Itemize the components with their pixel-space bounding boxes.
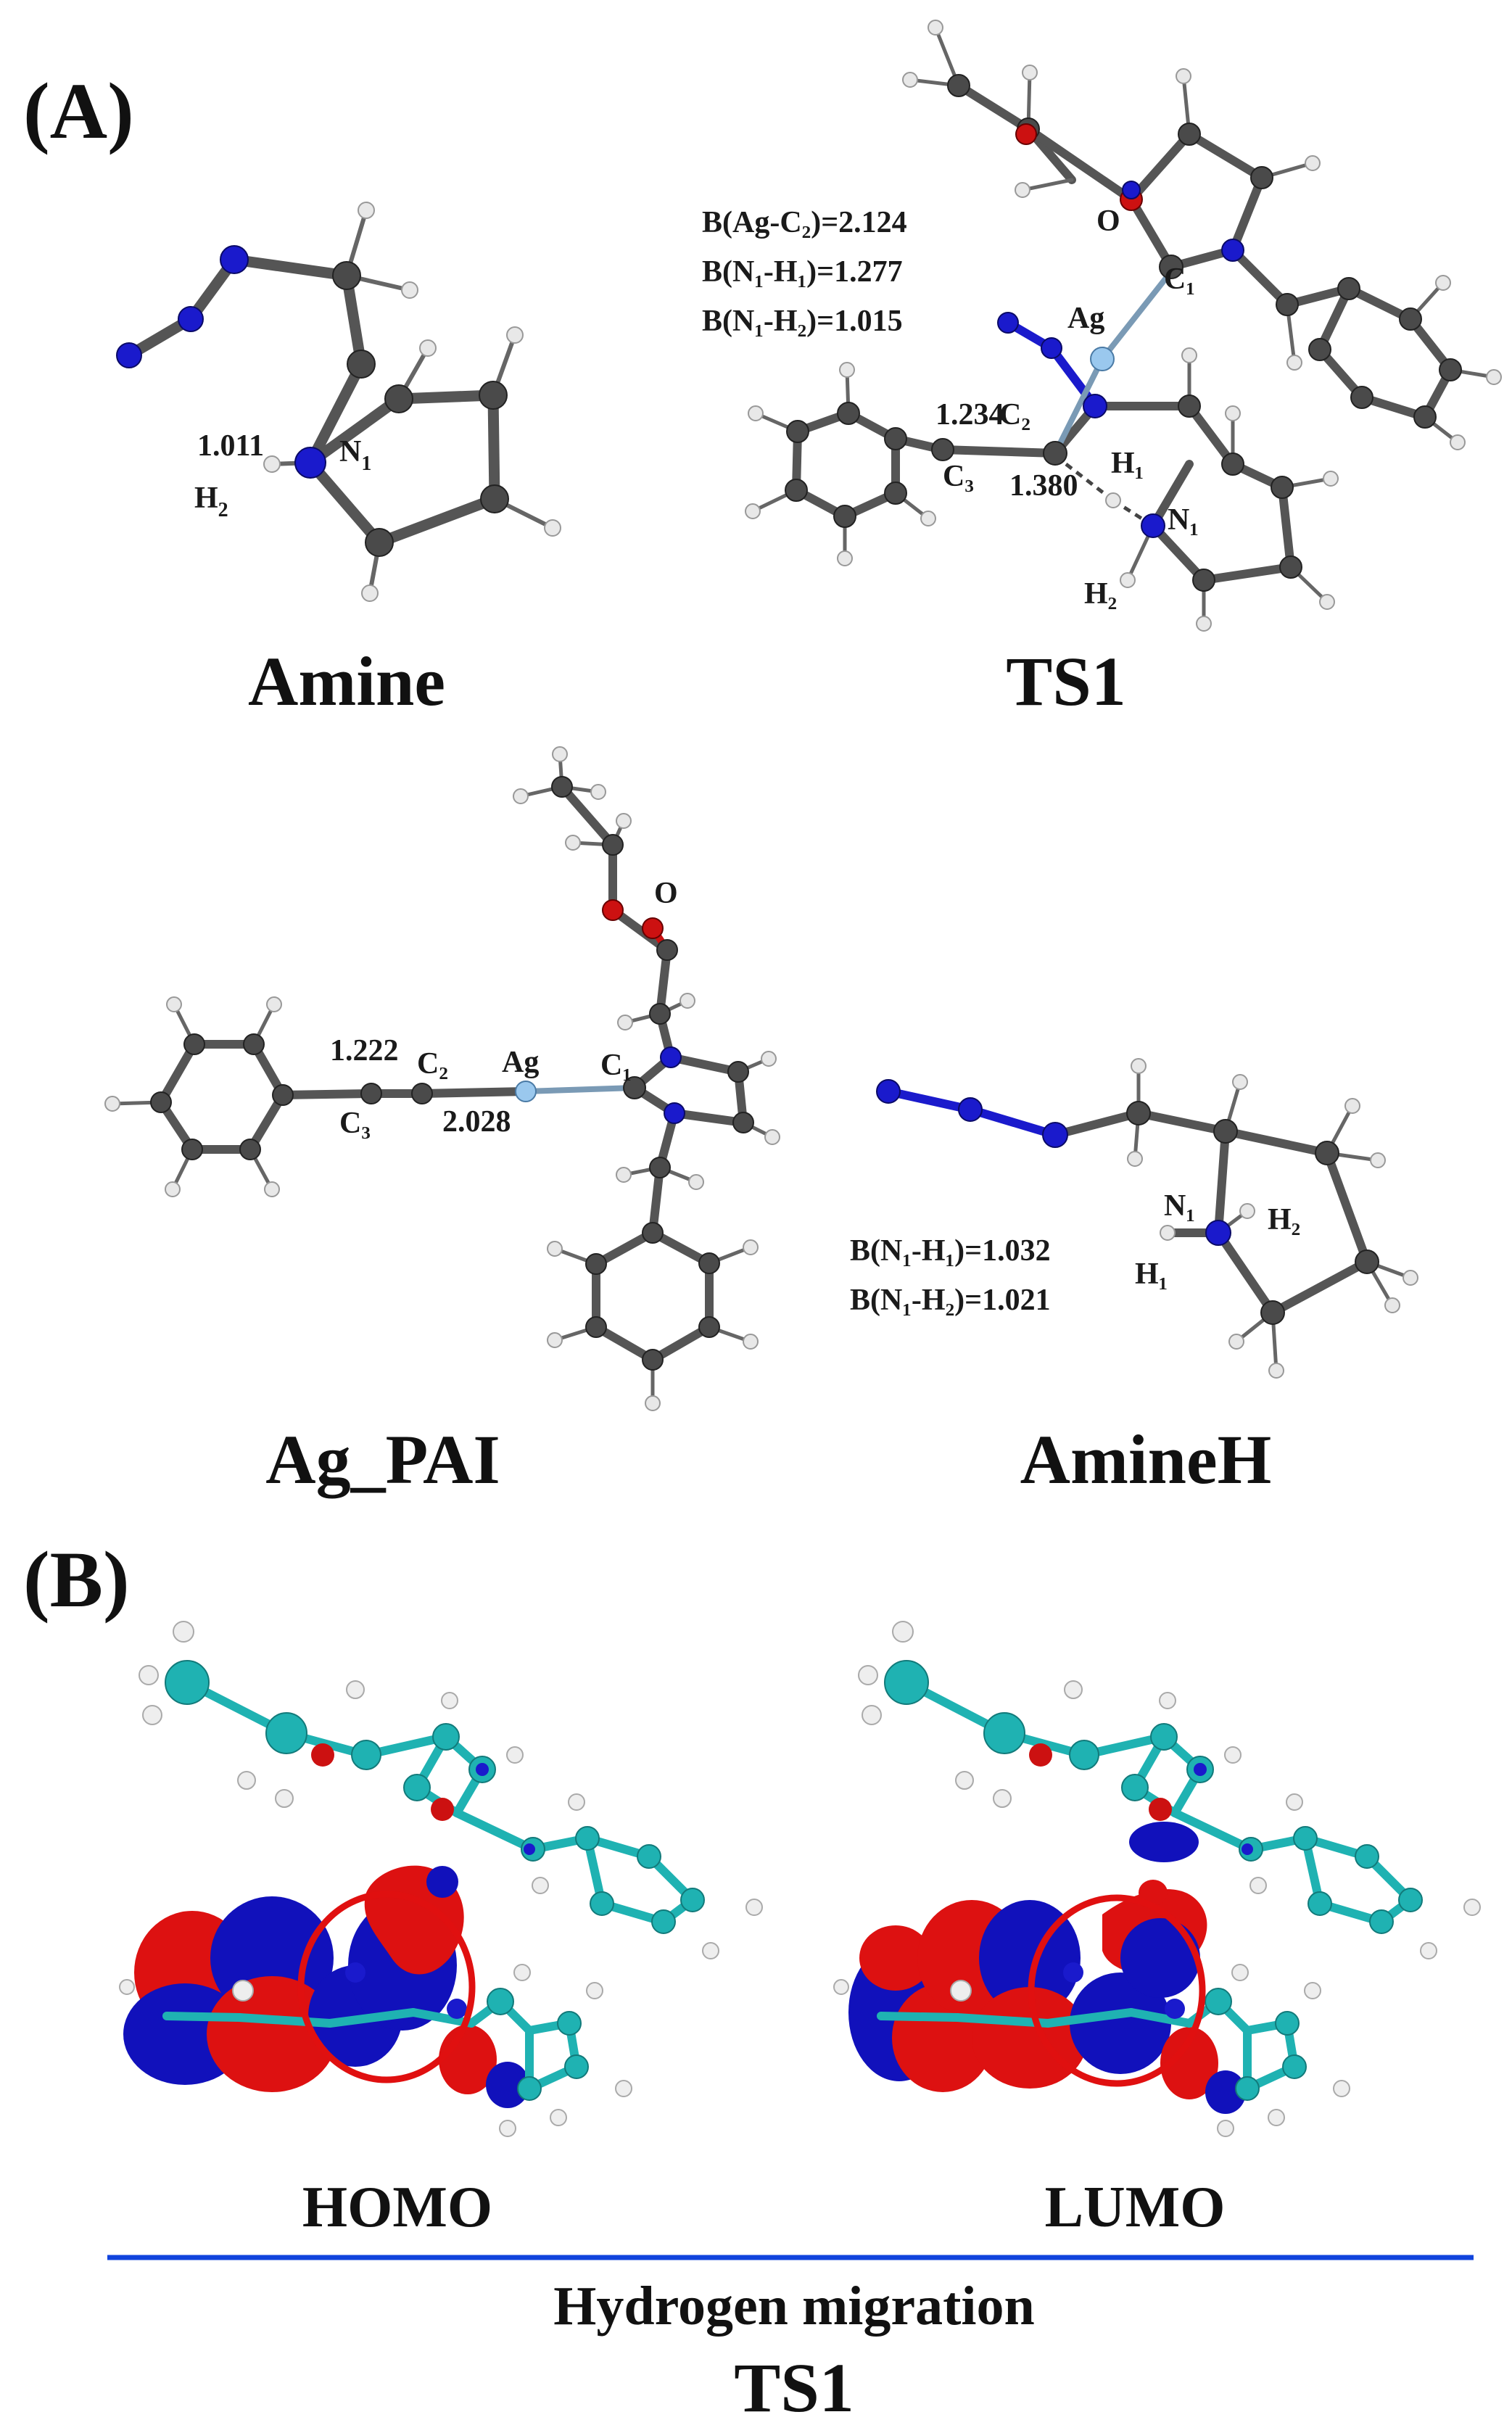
amine-molecule — [116, 202, 561, 602]
homo-highlight-circle — [297, 1891, 476, 2083]
ts1-atom-c2: C₂ — [999, 398, 1030, 431]
ag-pai-atom-c3: C₃ — [339, 1107, 371, 1140]
homo-orbital: HOMO — [119, 1621, 763, 2239]
amineh-molecule — [876, 1058, 1418, 1379]
ts1-bond-h1: 1.380 — [1009, 469, 1078, 503]
amineh-atom-h2: H₂ — [1268, 1203, 1300, 1236]
homo-label: HOMO — [302, 2176, 492, 2239]
amine-atom-n1: N1 — [339, 435, 371, 475]
ts1-metric-n1-h2: B(N₁-H₂)=1.015 — [702, 305, 903, 338]
ts1-metric-ag-c2: B(Ag-C₂)=2.124 — [702, 206, 907, 239]
caption-hydrogen-migration: Hydrogen migration — [553, 2276, 1035, 2337]
panel-label-a: (A) — [23, 67, 134, 155]
ts1-atom-h1: H₁ — [1111, 447, 1144, 480]
amineh-atom-n1: N₁ — [1164, 1189, 1195, 1223]
ag-pai-atom-o: O — [654, 877, 678, 910]
lumo-highlight-circle — [1028, 1894, 1206, 2087]
ts1-title: TS1 — [1006, 643, 1125, 720]
ag-pai-labels: O 1.222 C₂ Ag C₁ C₃ 2.028 Ag_PAI — [265, 877, 677, 1498]
ag-pai-atom-c2: C₂ — [417, 1047, 448, 1081]
amineh-atom-h1: H₁ — [1135, 1257, 1168, 1291]
ts1-molecule — [745, 20, 1502, 632]
amineh-labels: N₁ H₂ B(N₁-H₁)=1.032 B(N₁-H₂)=1.021 H₁ A… — [850, 1189, 1300, 1498]
amine-bond-length: 1.011 — [197, 429, 264, 463]
ts1-atom-ag: Ag — [1067, 302, 1104, 335]
ts1-atom-o: O — [1096, 205, 1120, 238]
ag-pai-bond-c3c2: 1.222 — [330, 1034, 399, 1067]
amine-title: Amine — [248, 643, 445, 720]
ag-pai-atom-ag: Ag — [502, 1046, 539, 1079]
lumo-label: LUMO — [1045, 2176, 1226, 2239]
ts1-atom-c3: C₃ — [943, 460, 974, 493]
amineh-metric-n1-h2: B(N₁-H₂)=1.021 — [850, 1284, 1051, 1317]
ts1-atom-n1: N₁ — [1168, 503, 1199, 537]
amine-atom-h2: H2 — [194, 482, 228, 521]
ts1-atom-c1: C₁ — [1164, 263, 1195, 296]
ts1-metric-n1-h1: B(N₁-H₁)=1.277 — [702, 255, 903, 289]
lumo-lobes — [848, 1822, 1246, 2114]
ag-pai-bond-agc2: 2.028 — [442, 1105, 511, 1139]
caption-ts1: TS1 — [734, 2349, 854, 2426]
panel-label-b: (B) — [23, 1535, 130, 1624]
lumo-orbital: LUMO — [833, 1621, 1481, 2239]
ts1-labels: B(Ag-C₂)=2.124 B(N₁-H₁)=1.277 B(N₁-H₂)=1… — [702, 205, 1199, 720]
amineh-title: AmineH — [1020, 1421, 1272, 1498]
ag-pai-atom-c1: C₁ — [600, 1049, 632, 1082]
ag-pai-title: Ag_PAI — [265, 1421, 500, 1498]
amine-labels: 1.011 N1 H2 Amine — [194, 429, 445, 720]
amineh-metric-n1-h1: B(N₁-H₁)=1.032 — [850, 1234, 1051, 1268]
ts1-bond-c2: 1.234 — [935, 398, 1004, 431]
ts1-atom-h2: H₂ — [1084, 577, 1117, 611]
homo-lobes — [123, 1865, 529, 2108]
ag-pai-molecule — [104, 746, 780, 1411]
